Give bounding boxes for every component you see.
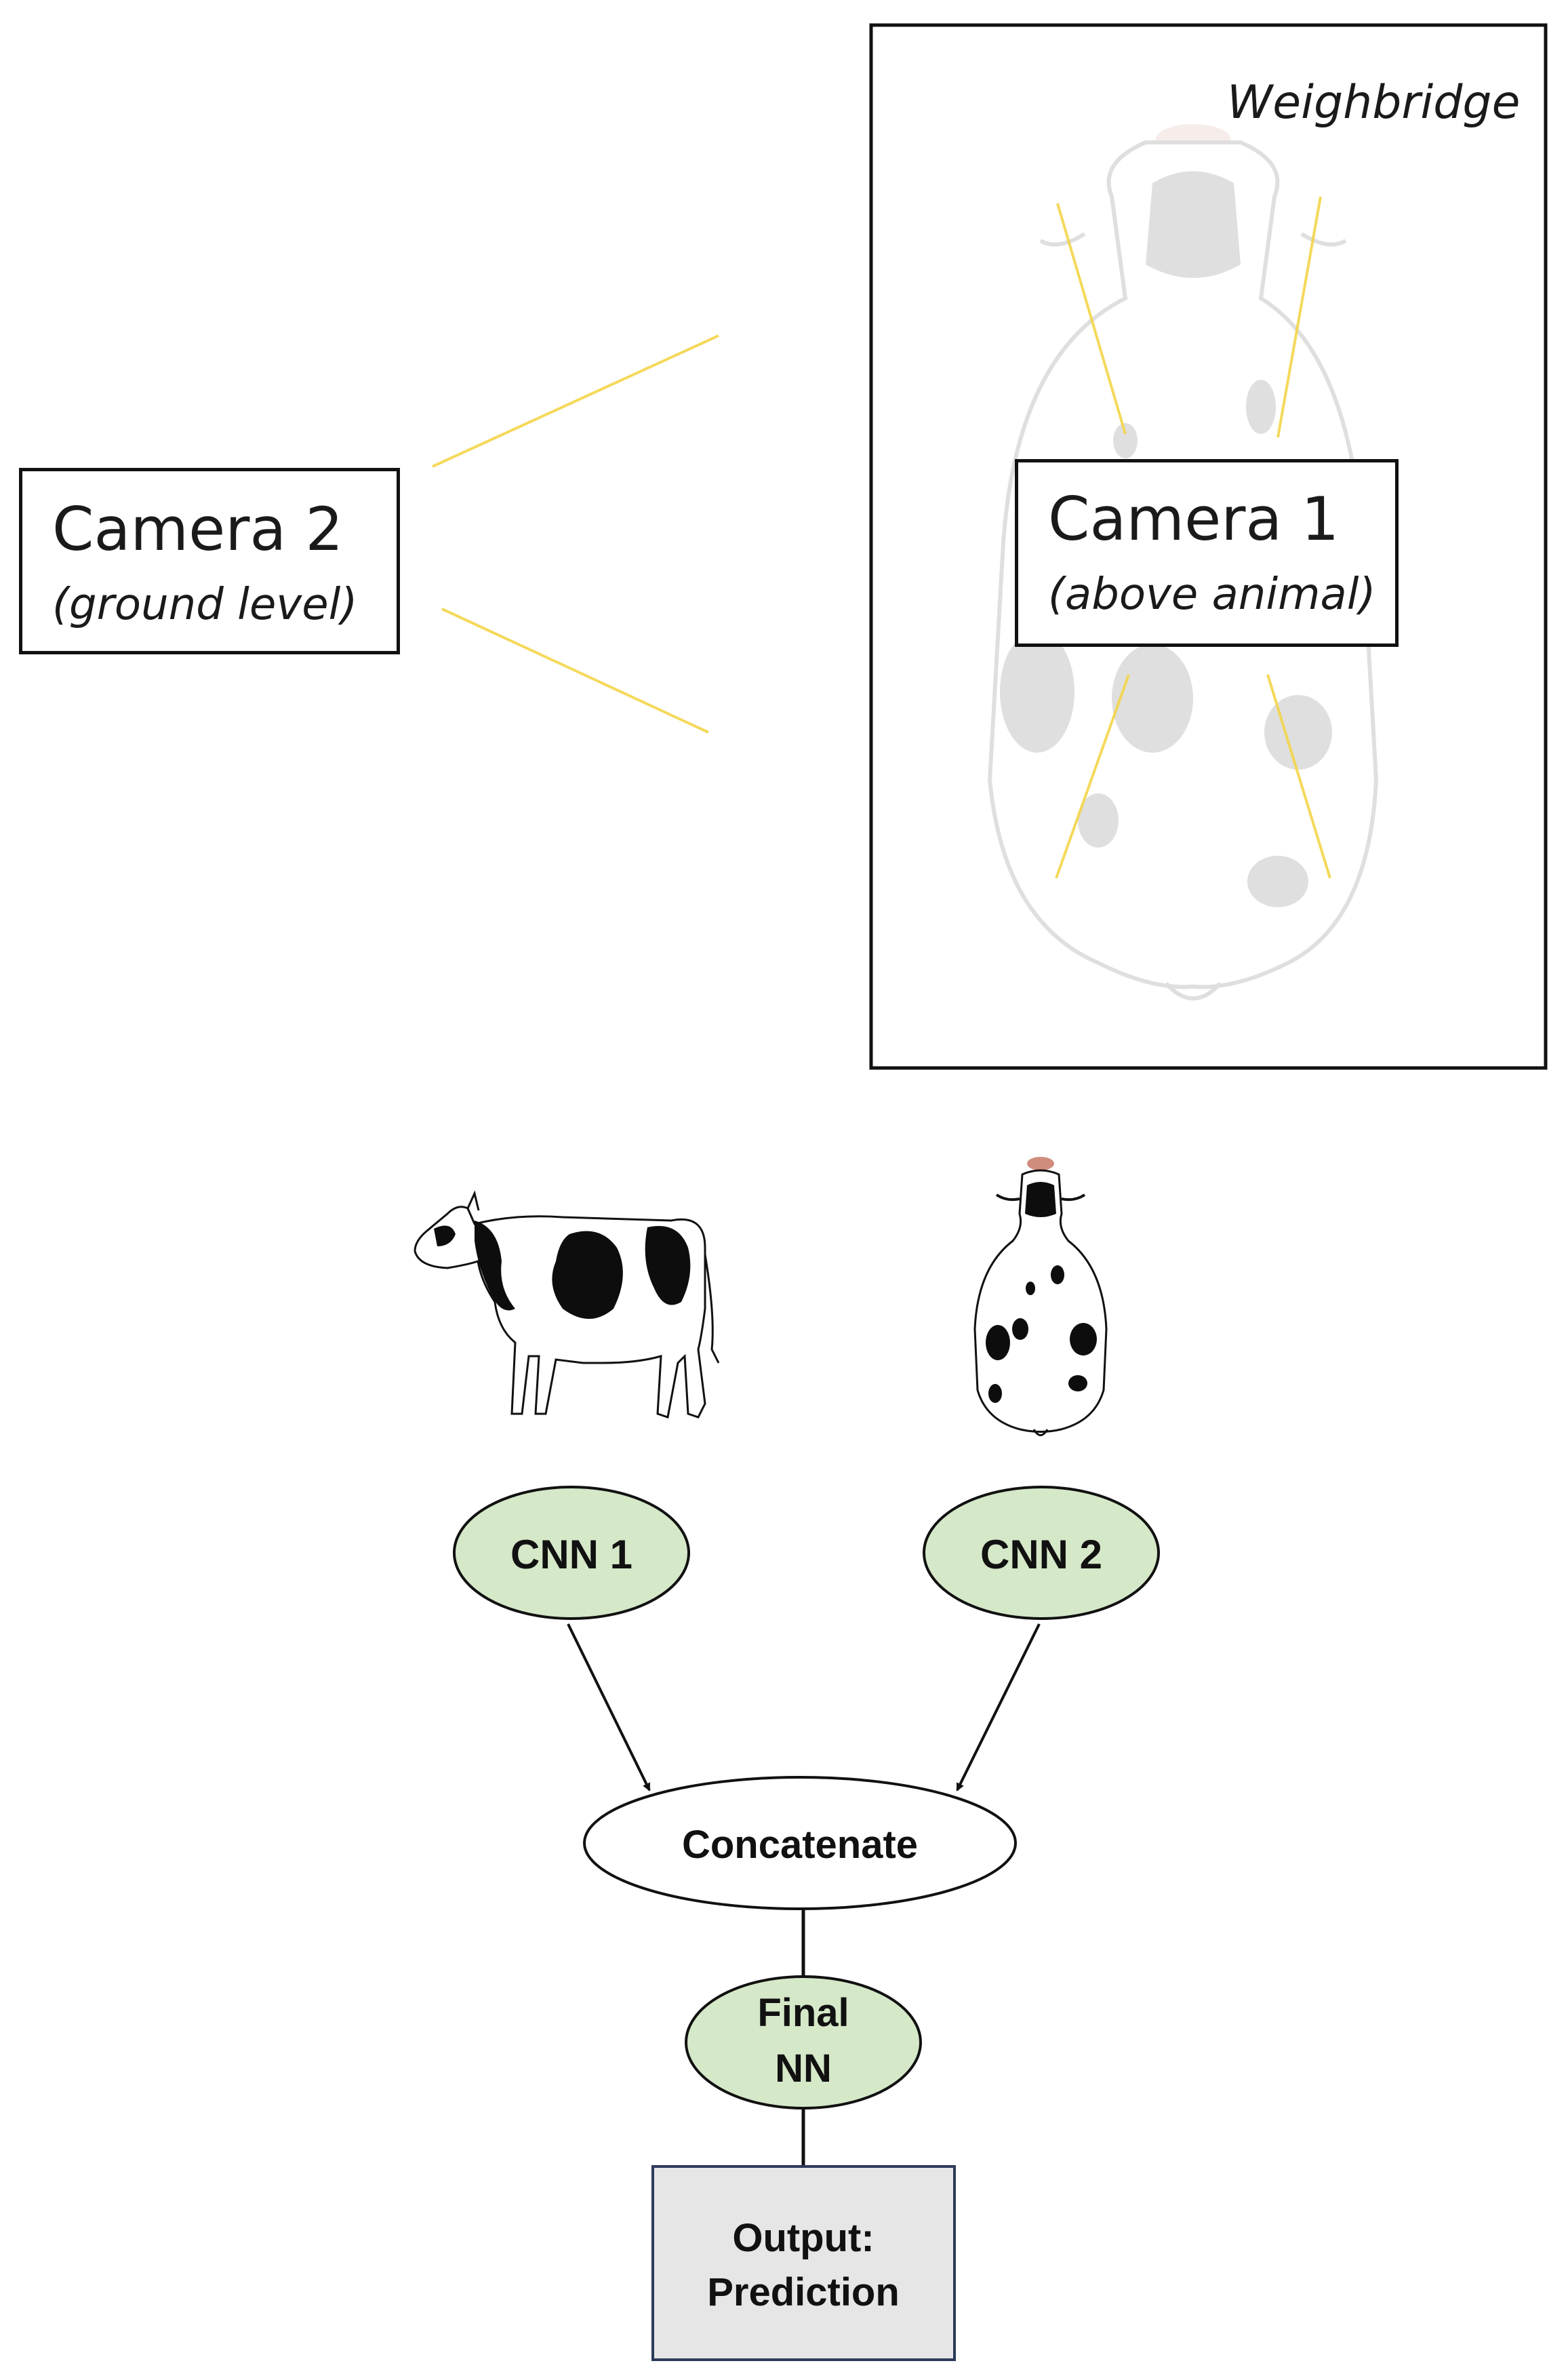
concatenate-label: Concatenate [682, 1823, 918, 1867]
camera2-box: Camera 2 (ground level) [19, 468, 400, 654]
camera1-fov-lines [1055, 196, 1331, 879]
camera2-subtitle: (ground level) [52, 580, 358, 630]
cow-top-view-icon [973, 1157, 1108, 1436]
edge-cnn1-to-concatenate [567, 1623, 651, 1791]
concatenate-node: Concatenate [583, 1776, 1017, 1910]
camera2-fov-lines [432, 334, 719, 734]
final-nn-node: Final NN [685, 1975, 922, 2110]
cnn1-node: CNN 1 [453, 1486, 690, 1620]
final-nn-label-line2: NN [775, 2046, 832, 2091]
cnn2-node: CNN 2 [923, 1486, 1160, 1620]
output-label-line2: Prediction [707, 2270, 900, 2314]
cnn2-label: CNN 2 [980, 1532, 1102, 1577]
camera1-subtitle: (above animal) [1048, 570, 1376, 620]
cnn1-label: CNN 1 [510, 1532, 632, 1577]
weighbridge-box [869, 23, 1548, 1070]
camera2-title: Camera 2 [52, 494, 344, 564]
camera1-title: Camera 1 [1048, 484, 1340, 554]
camera1-box: Camera 1 (above animal) [1015, 459, 1399, 647]
cow-side-view-icon [414, 1190, 720, 1419]
output-node: Output: Prediction [651, 2165, 956, 2361]
edge-cnn2-to-concatenate [956, 1623, 1041, 1791]
output-label-line1: Output: [732, 2216, 874, 2260]
final-nn-label-line1: Final [757, 1991, 849, 2035]
weighbridge-label: Weighbridge [1227, 76, 1521, 130]
